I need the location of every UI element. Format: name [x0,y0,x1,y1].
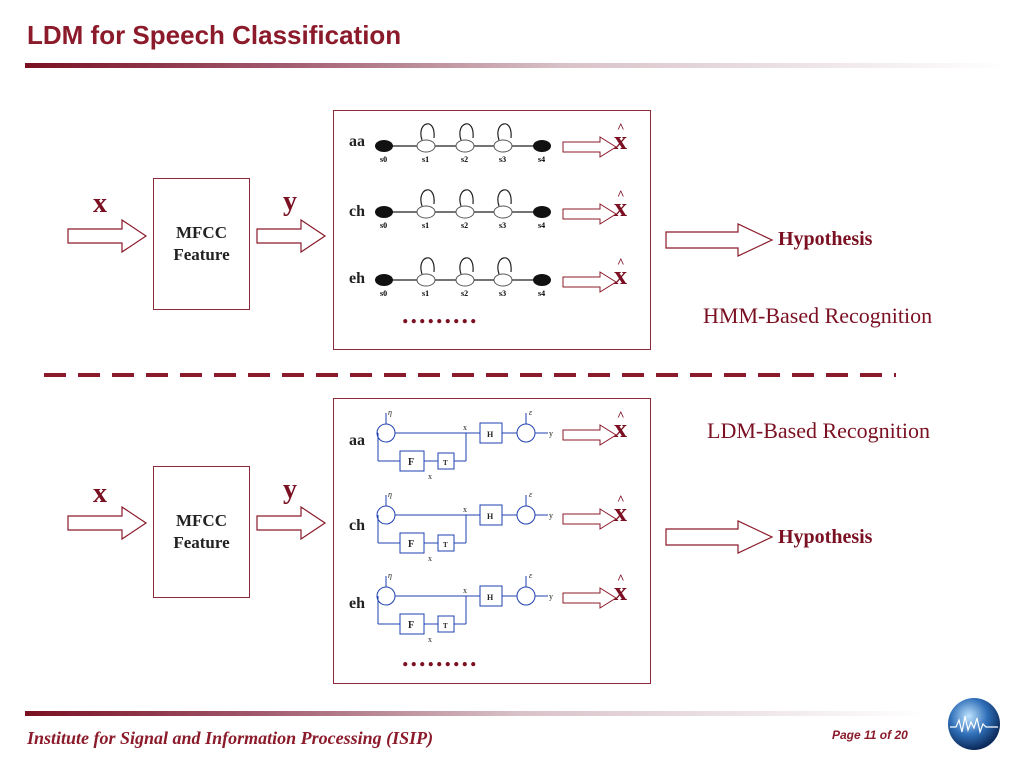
state-s0: s0 [380,221,387,230]
t-delay: T [443,541,448,549]
hmm-chain-aa: s0 s1 s2 s3 s4 [375,123,551,164]
x-prev-label: x [428,472,432,481]
state-s3: s3 [499,221,506,230]
hmm-feature-arrow [256,218,327,254]
state-s0: s0 [380,155,387,164]
y-t-label: y [549,511,553,520]
ldm-model-eh-label: eh [349,595,365,612]
hmm-mfcc-box: MFCC Feature [153,178,250,310]
state-s3: s3 [499,155,506,164]
t-delay: T [443,459,448,467]
y-t-label: y [549,592,553,601]
state-s4: s4 [538,221,545,230]
ldm-xhat-ch: x [614,498,627,527]
ldm-model-aa-label: aa [349,432,365,449]
ldm-mfcc-box: MFCC Feature [153,466,250,598]
f-matrix: F [408,539,414,550]
hmm-xhat-aa: x [614,126,627,155]
state-s2: s2 [461,221,468,230]
footer-institute: Institute for Signal and Information Pro… [27,728,434,748]
h-matrix: H [487,512,494,521]
hat-symbol: ^ [617,120,625,135]
state-s2: s2 [461,289,468,298]
ldm-score-arrow-ch [562,508,617,530]
ldm-hypothesis-arrow [665,520,774,554]
state-s1: s1 [422,155,429,164]
eps-symbol: ε [529,490,533,499]
y-t-label: y [549,429,553,438]
h-matrix: H [487,430,494,439]
ldm-feature-arrow [256,505,327,541]
hmm-xhat-ch: x [614,193,627,222]
hat-symbol: ^ [617,492,625,507]
state-s1: s1 [422,221,429,230]
ldm-block-aa: η x H ε y F T x [376,408,553,481]
hmm-ellipsis: ......... [402,300,479,329]
ldm-input-label: x [93,478,107,509]
slide-title: LDM for Speech Classification [27,20,402,50]
hat-symbol: ^ [617,408,625,423]
h-matrix: H [487,593,494,602]
eta-symbol: η [388,490,392,499]
ldm-block-ch: η x H ε y F T x [376,490,553,563]
eta-symbol: η [388,408,392,417]
isip-logo-icon [948,698,1000,750]
ldm-output-label: y [283,474,297,505]
hmm-input-arrow [67,218,148,254]
eta-symbol: η [388,571,392,580]
hmm-model-ch-label: ch [349,203,365,220]
eps-symbol: ε [529,571,533,580]
ldm-block-eh: η x H ε y F T x [376,571,553,644]
hmm-model-eh-label: eh [349,270,365,287]
x-t-label: x [463,423,467,432]
ldm-hypothesis-label: Hypothesis [778,526,873,548]
state-s0: s0 [380,289,387,298]
hmm-mfcc-label: MFCC [176,223,227,242]
hmm-score-arrow-eh [562,271,617,293]
footer-divider [25,711,925,716]
x-prev-label: x [428,635,432,644]
hmm-xhat-eh: x [614,261,627,290]
hmm-hypothesis-arrow [665,223,774,257]
state-s2: s2 [461,155,468,164]
x-t-label: x [463,586,467,595]
title-divider [25,63,1005,68]
hmm-score-arrow-aa [562,136,617,158]
ldm-feature-label: Feature [173,533,230,552]
hmm-chain-ch: s0 s1 s2 s3 s4 [375,189,551,230]
state-s4: s4 [538,155,545,164]
state-s1: s1 [422,289,429,298]
hat-symbol: ^ [617,187,625,202]
ldm-caption: LDM-Based Recognition [707,418,931,443]
eps-symbol: ε [529,408,533,417]
ldm-model-ch-label: ch [349,517,365,534]
f-matrix: F [408,457,414,468]
ldm-models-box [333,398,651,684]
ldm-xhat-eh: x [614,577,627,606]
f-matrix: F [408,620,414,631]
hmm-hypothesis-label: Hypothesis [778,228,873,250]
state-s3: s3 [499,289,506,298]
hmm-model-aa-label: aa [349,133,365,150]
section-separator [44,373,896,377]
hmm-caption: HMM-Based Recognition [703,303,933,328]
hmm-input-label: x [93,188,107,219]
ldm-score-arrow-aa [562,424,617,446]
hmm-output-label: y [283,186,297,217]
ldm-score-arrow-eh [562,587,617,609]
hmm-feature-label: Feature [173,245,230,264]
ldm-input-arrow [67,505,148,541]
t-delay: T [443,622,448,630]
ldm-ellipsis: ......... [402,643,479,672]
page-number: Page 11 of 20 [832,728,908,742]
hat-symbol: ^ [617,255,625,270]
hmm-score-arrow-ch [562,203,617,225]
hat-symbol: ^ [617,571,625,586]
x-prev-label: x [428,554,432,563]
state-s4: s4 [538,289,545,298]
ldm-mfcc-label: MFCC [176,511,227,530]
ldm-xhat-aa: x [614,414,627,443]
x-t-label: x [463,505,467,514]
hmm-chain-eh: s0 s1 s2 s3 s4 [375,257,551,298]
